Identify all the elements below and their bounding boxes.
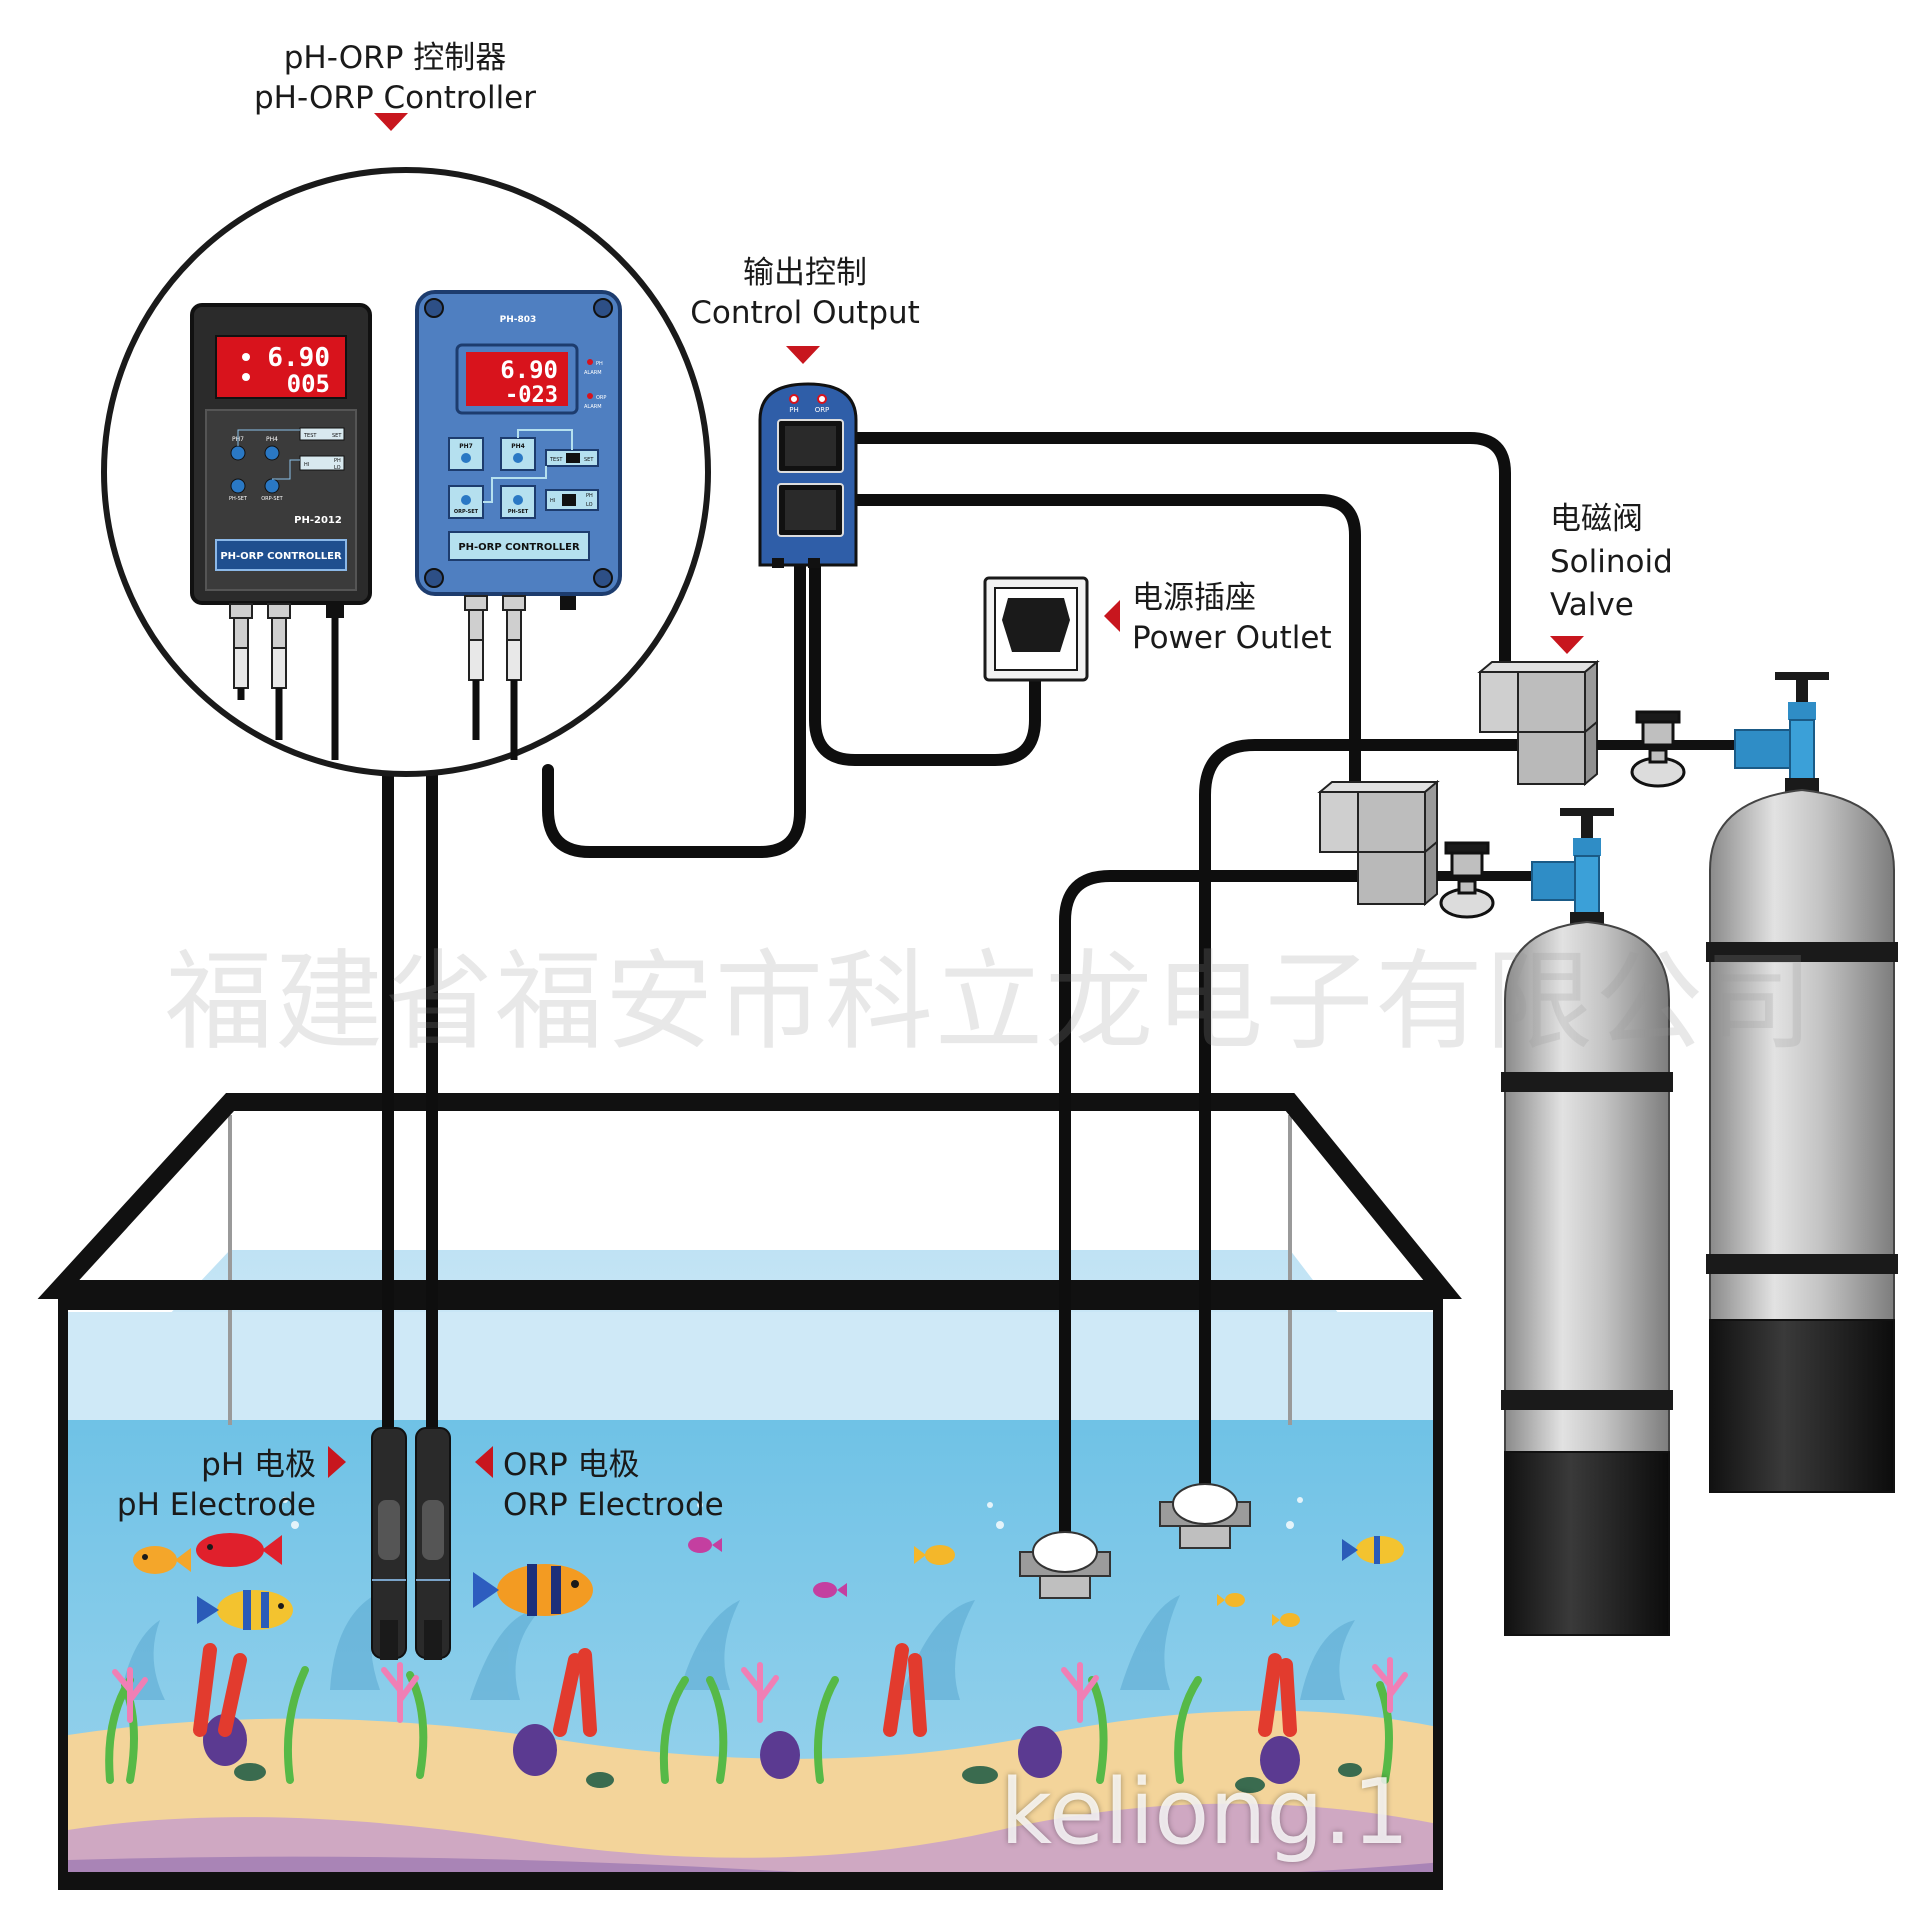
ph803-name: PH-ORP CONTROLLER [458, 542, 580, 553]
ph-electrode-label-en: pH Electrode [116, 1487, 316, 1523]
ph2012-phset-label: PH-SET [229, 496, 248, 502]
ph803-ph4-label: PH4 [511, 443, 525, 450]
power-outlet-label-cn: 电源插座 [1132, 580, 1256, 616]
power-outlet-label: 电源插座 Power Outlet [1132, 578, 1332, 658]
ph2012-switch-test: TEST [303, 433, 317, 439]
control-output-box: PH ORP [758, 382, 858, 568]
ph803-model: PH-803 [500, 315, 537, 325]
ph803-display-top: 6.90 [500, 356, 558, 384]
ph803-switch-ph: PH [586, 493, 593, 499]
co2-diffuser-2 [1159, 1483, 1251, 1549]
ph2012-name: PH-ORP CONTROLLER [220, 551, 342, 562]
ph2012-controller: 6.90 005 PH7 PH4 PH-SET ORP-SET TEST SET… [190, 303, 372, 760]
ph2012-switch-hi: HI [304, 462, 309, 468]
solenoid-valve-label-cn: 电磁阀 [1550, 501, 1643, 537]
output-box-orp-label: ORP [815, 406, 830, 414]
ph803-switch-hi: HI [550, 498, 555, 504]
cables [382, 432, 1536, 1566]
ph2012-ph7-knob[interactable] [230, 445, 246, 461]
ph2012-hilo-switch[interactable] [299, 455, 345, 471]
regulator-2 [1597, 710, 1735, 788]
control-output-label-cn: 输出控制 [743, 255, 867, 291]
solenoid-valve-1 [1317, 779, 1440, 907]
control-output-label-en: Control Output [690, 295, 920, 331]
ph803-switch-test: TEST [549, 457, 563, 463]
ph803-ph-alarm-2: ALARM [584, 370, 602, 376]
fish-group [133, 1533, 1404, 1630]
solenoid-valve-label: 电磁阀 Solinoid Valve [1550, 498, 1673, 627]
ph2012-switch-lo: LO [334, 465, 341, 471]
orp-electrode-label-cn: ORP 电极 [503, 1447, 640, 1483]
company-watermark: 福建省福安市科立龙电子有限公司 [165, 940, 1816, 1065]
controller-label-en: pH-ORP Controller [253, 80, 536, 116]
orp-electrode [415, 1427, 451, 1660]
power-outlet [983, 576, 1089, 682]
ph803-display-bottom: -023 [505, 383, 558, 408]
brand-watermark: keliong.1 [1000, 1760, 1410, 1865]
solenoid-valve-label-en-1: Solinoid [1550, 544, 1673, 580]
co2-cylinder-2 [1706, 672, 1898, 1493]
controller-label: pH-ORP 控制器 pH-ORP Controller [240, 38, 550, 118]
ph-electrode-label-cn: pH 电极 [201, 1447, 316, 1483]
solenoid-valve-2 [1477, 659, 1600, 787]
ph803-switch-set: SET [584, 457, 594, 463]
bubbles [282, 1497, 1303, 1529]
orp-electrode-label: ORP 电极 ORP Electrode [503, 1445, 724, 1525]
ph2012-ph4-knob[interactable] [264, 445, 280, 461]
ph803-orp-alarm-2: ALARM [584, 404, 602, 410]
co2-diffuser-1 [1019, 1531, 1111, 1599]
ph2012-switch-set: SET [332, 433, 342, 439]
ph2012-model: PH-2012 [294, 515, 342, 526]
power-plug[interactable] [1002, 598, 1070, 652]
ph2012-phset-knob[interactable] [230, 478, 246, 494]
aquarium [37, 1093, 1462, 1890]
co2-cylinder-1 [1501, 808, 1673, 1636]
ph2012-orpset-label: ORP-SET [261, 496, 283, 502]
ph2012-test-switch[interactable] [299, 427, 345, 441]
ph2012-switch-ph: PH [334, 458, 341, 464]
power-outlet-label-en: Power Outlet [1132, 620, 1332, 656]
ph-electrode [371, 1427, 407, 1660]
ph803-phset-label: PH-SET [508, 509, 529, 515]
ph803-ph-alarm-1: PH [596, 361, 603, 367]
controller-label-cn: pH-ORP 控制器 [283, 40, 507, 76]
pointer-arrows [328, 113, 1584, 1478]
ph803-orpset-label: ORP-SET [454, 509, 479, 515]
ph803-ph7-label: PH7 [459, 443, 473, 450]
ph803-controller: PH-803 6.90 -023 PH ALARM ORP ALARM PH7 … [415, 290, 622, 760]
ph803-orp-alarm-1: ORP [596, 395, 606, 401]
ph2012-ph4-label: PH4 [266, 436, 278, 443]
output-box-ph-label: PH [789, 406, 799, 414]
solenoid-valve-label-en-2: Valve [1550, 587, 1634, 623]
ph803-switch-lo: LO [586, 502, 593, 508]
control-output-label: 输出控制 Control Output [660, 253, 950, 333]
regulator-1 [1437, 841, 1532, 919]
orp-electrode-label-en: ORP Electrode [503, 1487, 724, 1523]
ph2012-display-bottom: 005 [287, 370, 330, 398]
ph2012-display-top: 6.90 [267, 343, 330, 373]
ph-electrode-label: pH 电极 pH Electrode [60, 1445, 316, 1525]
ph2012-orpset-knob[interactable] [264, 478, 280, 494]
